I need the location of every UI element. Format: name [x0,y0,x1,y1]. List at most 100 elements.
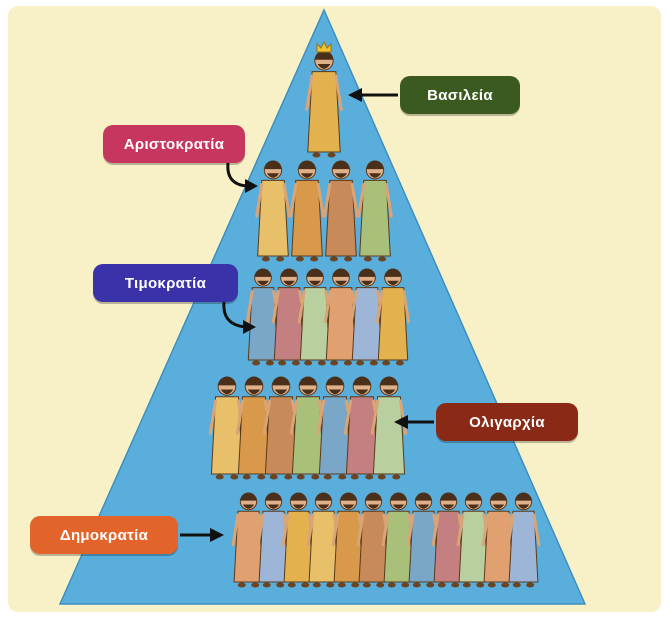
robe [273,287,305,361]
arm [384,182,393,218]
arm [255,182,264,218]
robe [233,510,264,583]
arm [370,399,380,435]
foot [376,582,385,588]
arm [375,290,384,324]
arm [305,74,314,111]
beard [292,504,305,509]
arm [350,182,359,218]
robe [291,396,325,475]
foot [343,360,352,366]
arm [316,182,325,218]
beard [361,280,373,286]
foot [312,152,321,158]
hair [326,376,344,386]
robe [408,510,439,583]
arm [245,290,254,324]
robe [377,287,409,361]
beard [342,504,355,509]
foot [362,582,371,588]
arm [262,399,272,435]
beard [392,504,405,509]
foot [296,474,305,480]
beard [442,504,455,509]
foot [237,582,246,588]
foot [350,474,359,480]
foot [295,256,304,262]
arrow-aristokratia-shaft [226,162,249,188]
arm [402,290,411,324]
person-figure [256,492,291,588]
foot [284,474,293,480]
arrow-layer [180,88,434,542]
hair [298,160,316,170]
person-figure [245,268,281,366]
person-figure [323,160,359,262]
person-figure [349,268,385,366]
hair [365,492,382,501]
hair [265,492,282,501]
robe [237,396,271,475]
arrow-dimokratia-head [210,528,224,542]
foot [251,582,260,588]
robe [318,396,352,475]
beard [257,280,269,286]
crown-icon [316,40,332,53]
robe [258,510,289,583]
person-figure [456,492,491,588]
beard [300,173,314,178]
label-aristokratia: Αριστοκρατία [103,125,245,163]
person-figure [481,492,516,588]
foot [262,582,271,588]
foot [311,474,320,480]
foot [365,474,374,480]
person-figure [255,160,291,262]
foot [329,256,338,262]
arm [282,182,291,218]
beard [247,389,261,395]
foot [395,360,404,366]
foot [304,360,313,366]
robe [308,510,339,583]
people-layer [208,40,541,588]
hair [415,492,432,501]
arm [331,513,340,547]
foot [487,582,496,588]
robe [325,179,357,257]
person-figure [316,376,354,480]
foot [323,474,332,480]
hair [332,160,350,170]
foot [278,360,287,366]
robe [372,396,406,475]
foot [310,256,319,262]
beard [266,173,280,178]
hair [306,268,324,277]
person-figure [381,492,416,588]
foot [291,360,300,366]
arrow-timokratia-head [243,320,256,334]
robe [307,71,341,153]
foot [269,474,278,480]
arm [231,513,240,547]
hair [384,268,402,277]
foot [265,360,274,366]
foot [437,582,446,588]
foot [501,582,510,588]
foot [476,582,485,588]
foot [378,256,387,262]
foot [412,582,421,588]
foot [526,582,535,588]
robe [257,179,289,257]
robe [433,510,464,583]
hair [315,492,332,501]
beard [367,504,380,509]
foot [462,582,471,588]
arm [316,399,326,435]
robe [247,287,279,361]
foot [301,582,310,588]
foot [230,474,239,480]
arrow-vasileia-head [348,88,362,102]
person-figure [235,376,273,480]
